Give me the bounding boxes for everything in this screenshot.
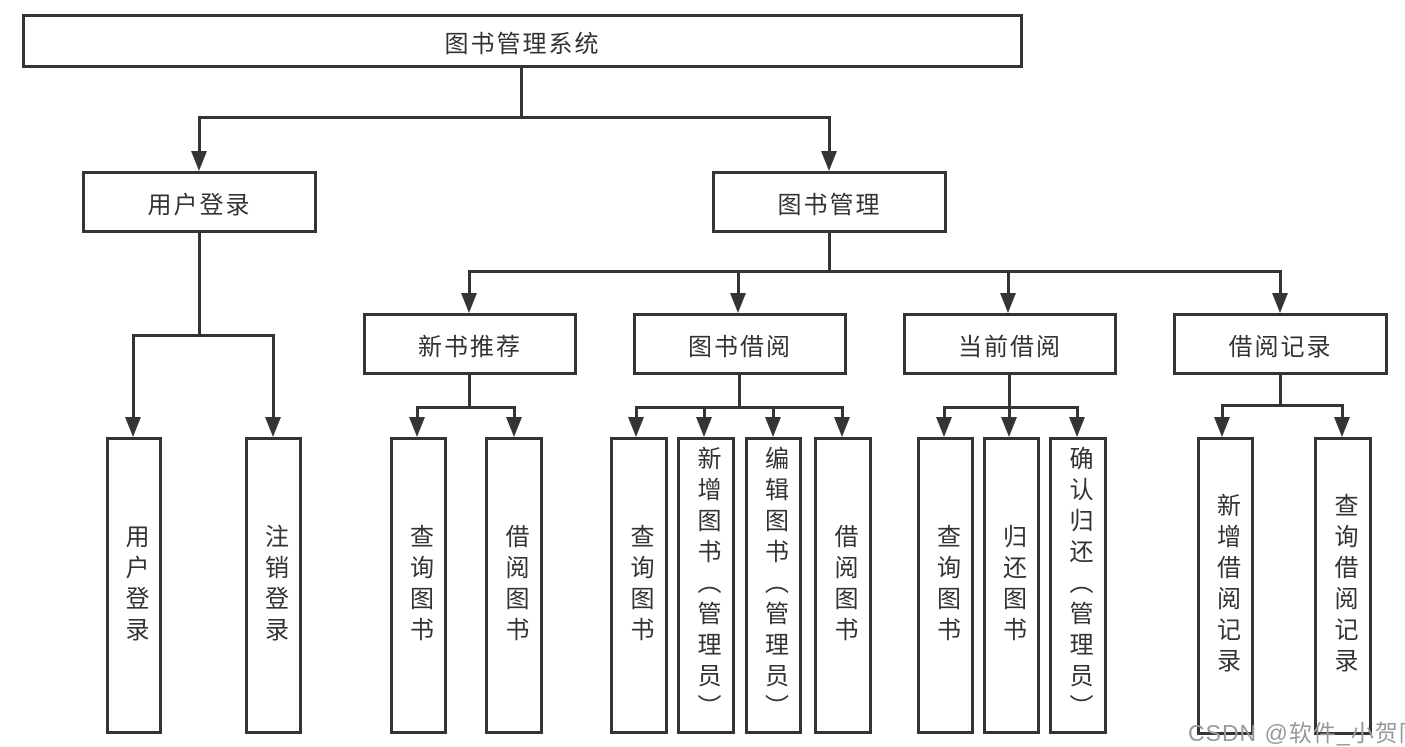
connector-records-rail [1221,404,1344,407]
connector-drop-borrow-edit [772,406,775,418]
connector-root-rail [198,116,831,119]
connector-drop-borrow-borrow [841,406,844,418]
connector-drop-book-management [828,116,831,152]
node-current-confirm-return-admin-label: 确认归还（管理员） [1065,446,1092,725]
node-borrow-add-books-admin-label: 新增图书（管理员） [693,446,720,725]
node-borrow-query-books: 查询图书 [610,437,668,734]
arrowhead-recommend-borrow [506,417,522,437]
connector-drop-current-return [1008,406,1011,418]
arrowhead-recommend-query [409,417,425,437]
node-user-login-action-label: 用户登录 [121,523,148,648]
node-records-query-record: 查询借阅记录 [1314,437,1372,735]
node-borrow-records: 借阅记录 [1173,313,1388,375]
arrowhead-logout-action [265,417,281,437]
arrowhead-records-add [1214,417,1230,437]
node-current-return-books-label: 归还图书 [998,523,1026,648]
arrowhead-borrow-query [628,417,644,437]
node-book-management-label: 图书管理 [777,191,882,219]
connector-drop-recommend-query [416,406,419,418]
connector-drop-records-add [1221,404,1224,418]
connector-book-management-stem [828,233,831,272]
connector-book-management-rail [468,270,1282,273]
node-root: 图书管理系统 [22,14,1023,68]
connector-current-stem [1008,375,1011,408]
node-recommend-query-books-label: 查询图书 [405,523,433,648]
connector-user-login-stem [198,233,201,336]
node-recommend-borrow-books: 借阅图书 [485,437,543,734]
connector-drop-borrow-records [1279,270,1282,294]
node-current-confirm-return-admin: 确认归还（管理员） [1049,437,1107,734]
connector-drop-current-query [943,406,946,418]
node-borrow-borrow-books-label: 借阅图书 [830,523,857,648]
connector-root-stem [520,68,523,118]
node-user-login-action: 用户登录 [106,437,162,734]
node-new-book-recommend-label: 新书推荐 [418,333,522,361]
node-current-query-books-label: 查询图书 [932,523,960,648]
connector-drop-borrow-add [703,406,706,418]
node-borrow-edit-books-admin: 编辑图书（管理员） [745,437,802,734]
node-records-add-record-label: 新增借阅记录 [1212,493,1240,679]
connector-recommend-stem [468,375,471,408]
node-book-management: 图书管理 [712,171,947,233]
connector-drop-current-borrow [1007,270,1010,294]
node-logout-action: 注销登录 [245,437,302,734]
connector-borrow-stem [738,375,741,408]
connector-drop-current-confirm [1076,406,1079,418]
node-borrow-edit-books-admin-label: 编辑图书（管理员） [760,446,788,725]
connector-drop-recommend-borrow [513,406,516,418]
node-current-borrow: 当前借阅 [903,313,1117,375]
connector-drop-book-borrow [737,270,740,294]
arrowhead-current-query [936,417,952,437]
node-current-return-books: 归还图书 [983,437,1040,734]
connector-current-rail [943,406,1079,409]
node-borrow-borrow-books: 借阅图书 [814,437,872,734]
node-current-query-books: 查询图书 [917,437,974,734]
node-logout-action-label: 注销登录 [260,523,288,648]
connector-drop-user-login [198,116,201,152]
arrowhead-book-borrow [730,293,746,313]
arrowhead-records-query [1334,417,1350,437]
connector-user-login-rail [132,334,275,337]
csdn-watermark: CSDN @软件_小贺同学 [1188,720,1405,746]
connector-drop-logout-action [272,334,275,418]
node-root-label: 图书管理系统 [444,30,601,58]
node-book-borrow: 图书借阅 [633,313,847,375]
node-borrow-add-books-admin: 新增图书（管理员） [677,437,735,734]
arrowhead-user-login [191,151,207,171]
arrowhead-current-borrow [1000,293,1016,313]
node-user-login: 用户登录 [82,171,317,233]
node-new-book-recommend: 新书推荐 [363,313,577,375]
node-borrow-records-label: 借阅记录 [1228,333,1333,361]
node-records-add-record: 新增借阅记录 [1197,437,1254,735]
arrowhead-book-management [821,151,837,171]
node-recommend-borrow-books-label: 借阅图书 [501,523,528,648]
arrowhead-borrow-edit [765,417,781,437]
arrowhead-borrow-borrow [834,417,850,437]
node-borrow-query-books-label: 查询图书 [626,523,653,648]
node-user-login-label: 用户登录 [147,191,252,219]
connector-drop-user-login-action [132,334,135,418]
connector-drop-records-query [1341,404,1344,418]
arrowhead-current-confirm [1069,417,1085,437]
arrowhead-borrow-add [696,417,712,437]
arrowhead-borrow-records [1272,293,1288,313]
node-recommend-query-books: 查询图书 [390,437,447,734]
arrowhead-current-return [1001,417,1017,437]
connector-drop-new-book-recommend [468,270,471,294]
arrowhead-user-login-action [125,417,141,437]
connector-records-stem [1279,375,1282,406]
connector-drop-borrow-query [635,406,638,418]
connector-borrow-rail [635,406,844,409]
node-current-borrow-label: 当前借阅 [958,333,1062,361]
node-records-query-record-label: 查询借阅记录 [1330,493,1357,679]
node-book-borrow-label: 图书借阅 [688,333,792,361]
arrowhead-new-book-recommend [461,293,477,313]
connector-recommend-rail [416,406,516,409]
